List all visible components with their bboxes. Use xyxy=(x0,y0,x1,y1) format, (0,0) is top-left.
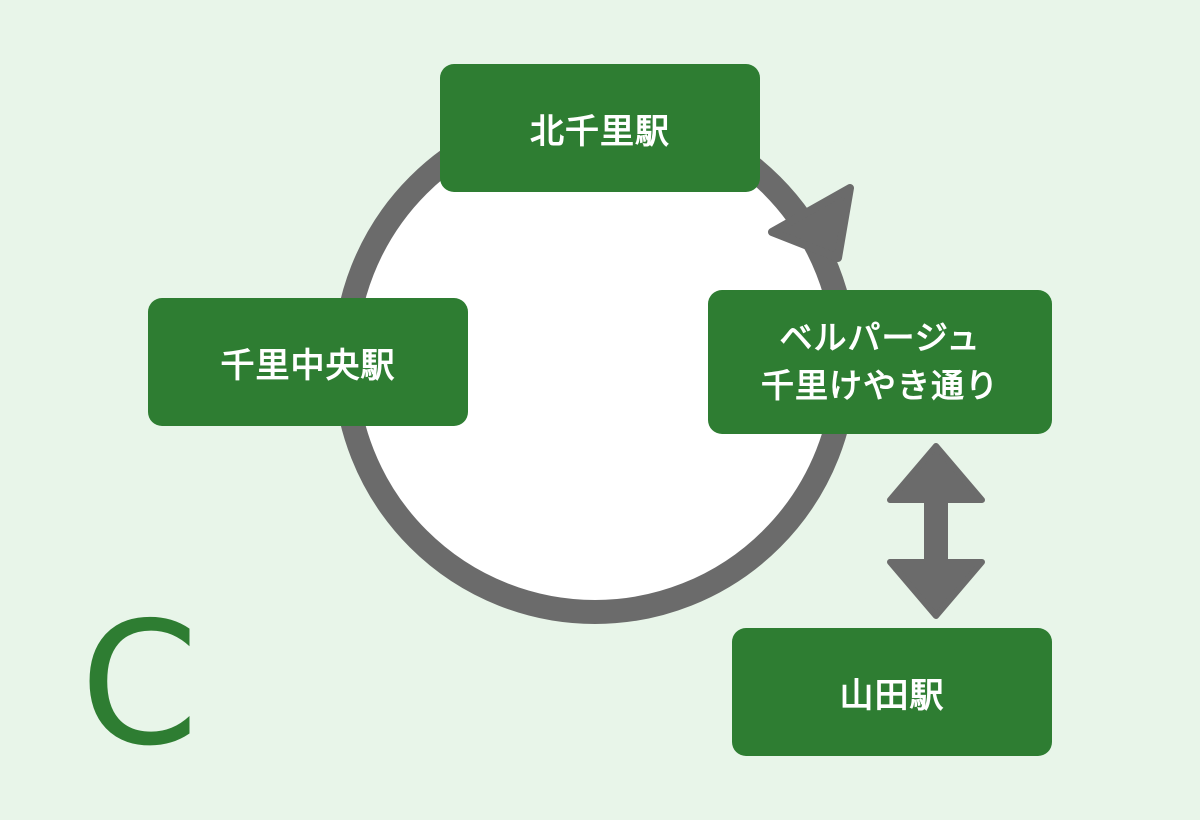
station-bellpasse-line1: ベルパージュ xyxy=(779,318,981,358)
route-label: C xyxy=(80,586,199,784)
station-yamada-label: 山田駅 xyxy=(839,675,945,716)
bidirectional-arrow-icon xyxy=(887,443,985,619)
station-kitasenri-label: 北千里駅 xyxy=(530,111,670,152)
station-kitasenri[interactable]: 北千里駅 xyxy=(440,64,760,192)
loop-arrowhead-icon xyxy=(768,184,854,262)
station-senri-chuo[interactable]: 千里中央駅 xyxy=(148,298,468,426)
station-bellpasse-line2: 千里けやき通り xyxy=(761,366,999,405)
station-bellpasse[interactable]: ベルパージュ 千里けやき通り xyxy=(708,290,1052,434)
station-yamada[interactable]: 山田駅 xyxy=(732,628,1052,756)
station-senri-chuo-label: 千里中央駅 xyxy=(220,345,396,386)
